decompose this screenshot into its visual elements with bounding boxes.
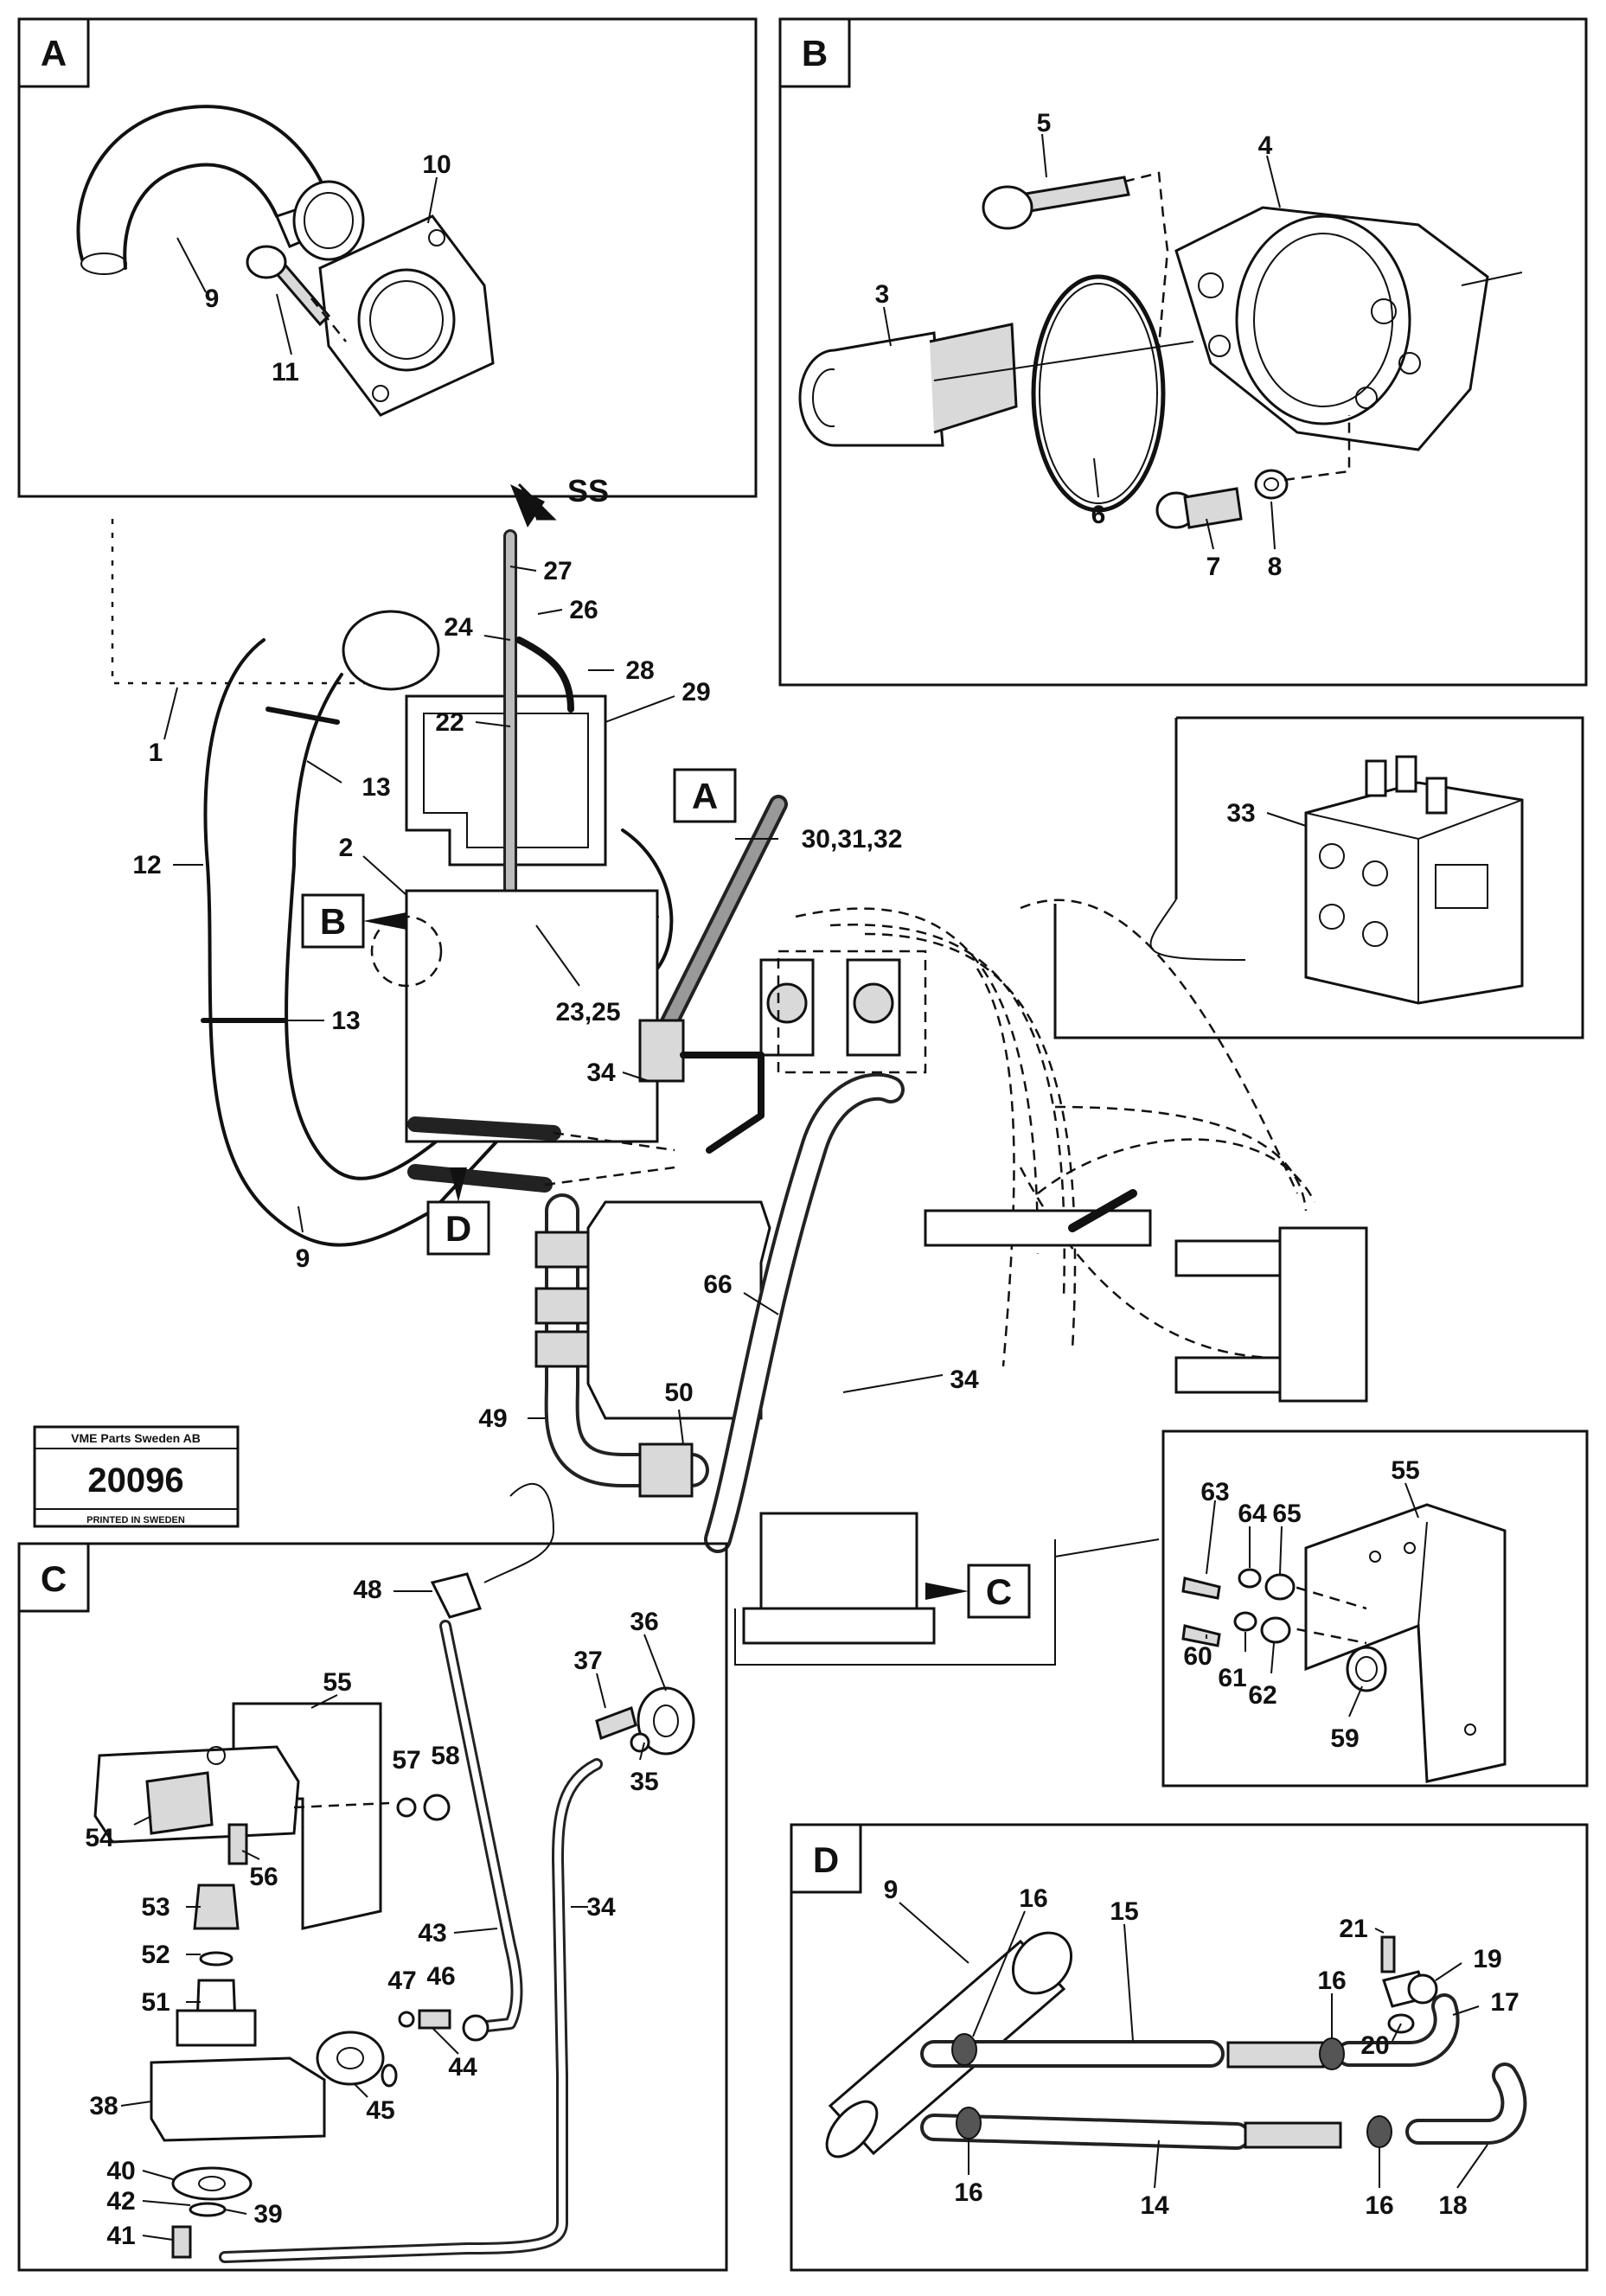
callout-d-15: 15 [1110,1897,1138,1926]
panel-b-label: B [802,33,828,74]
callout-b-3: 3 [875,280,890,309]
callout-ss: SS [567,473,609,508]
callout-c-55: 55 [323,1668,351,1697]
callout-c-46: 46 [426,1962,455,1991]
callout-d-16d: 16 [1365,2191,1393,2220]
callout-a-10: 10 [422,150,451,179]
panel-d: D [790,1823,1589,2272]
ref-box-a-label: A [692,776,718,816]
callout-c-58: 58 [431,1742,459,1770]
panel-c-label: C [41,1558,67,1599]
callout-26: 26 [569,596,598,624]
callout-c-36: 36 [630,1608,658,1636]
callout-33: 33 [1226,799,1255,828]
callout-c-37: 37 [573,1647,602,1675]
callout-b-7: 7 [1206,553,1221,581]
callout-d-19: 19 [1473,1945,1501,1973]
ref-box-c-label: C [986,1571,1012,1612]
panel-a: A 10 9 11 [17,17,758,498]
stamp-company: VME Parts Sweden AB [71,1431,201,1445]
callout-61: 61 [1218,1664,1246,1692]
panel-b: B 5 4 3 [778,17,1588,687]
parts-stamp: VME Parts Sweden AB 20096 PRINTED IN SWE… [33,1425,240,1528]
callout-c-52: 52 [141,1941,170,1969]
stamp-number: 20096 [87,1461,183,1500]
stamp-printed: PRINTED IN SWEDEN [86,1515,185,1525]
callout-50: 50 [664,1378,693,1407]
callout-d-16a: 16 [1019,1884,1047,1913]
callout-c-53: 53 [141,1893,170,1922]
callout-c-38: 38 [89,2092,118,2120]
callout-c-57: 57 [392,1746,420,1775]
callout-28: 28 [625,656,654,685]
callout-d-9: 9 [884,1876,899,1904]
callout-27: 27 [543,557,572,585]
callout-c-47: 47 [387,1967,416,1995]
callout-c-44: 44 [448,2053,477,2082]
ref-box-d [426,1200,490,1256]
callout-c-40: 40 [106,2157,135,2185]
panel-c: C [17,1542,728,2272]
callout-65: 65 [1272,1500,1301,1528]
callout-d-14: 14 [1140,2191,1169,2220]
callout-29: 29 [681,678,710,707]
callout-62: 62 [1248,1681,1276,1710]
callout-c-54: 54 [85,1824,114,1852]
callout-c-39: 39 [253,2200,282,2229]
ref-box-b [301,893,365,949]
callout-1: 1 [149,739,163,767]
callout-c-56: 56 [249,1863,278,1891]
callout-d-18: 18 [1438,2191,1467,2220]
panel-a-label: A [41,33,67,74]
callout-23-25: 23,25 [555,998,620,1026]
callout-d-17: 17 [1490,1988,1519,2017]
callout-c-35: 35 [630,1768,658,1796]
ref-box-a [673,768,737,823]
ref-box-d-label: D [445,1208,471,1249]
callout-d-20: 20 [1360,2031,1389,2060]
callout-59: 59 [1330,1724,1359,1753]
callout-c-43: 43 [418,1919,446,1947]
main-assembly: A B C D SS 27 26 24 28 22 29 1 13 12 2 [111,473,1368,1666]
callout-b-4: 4 [1258,131,1273,160]
detail-33: 33 [1053,716,1584,1039]
callout-55-detail: 55 [1391,1456,1419,1485]
callout-24: 24 [444,613,473,642]
callout-d-16c: 16 [954,2178,982,2207]
callout-13-top: 13 [362,773,390,802]
ref-box-b-label: B [320,901,346,942]
detail-55: 63 64 65 55 60 61 62 59 [1161,1429,1589,1788]
callout-2: 2 [339,834,354,862]
panel-d-label: D [813,1839,839,1880]
callout-d-21: 21 [1339,1915,1367,1943]
callout-a-9: 9 [205,285,220,313]
callout-12: 12 [132,851,161,879]
callout-a-11: 11 [272,358,299,387]
callout-9-main: 9 [296,1244,310,1273]
callout-34-mid: 34 [950,1365,979,1394]
callout-b-5: 5 [1037,109,1052,138]
callout-13-bottom: 13 [331,1007,360,1035]
callout-63: 63 [1200,1478,1229,1506]
callout-34-top: 34 [586,1058,616,1087]
callout-64: 64 [1238,1500,1267,1528]
callout-b-8: 8 [1268,553,1283,581]
callout-c-42: 42 [106,2187,135,2216]
callout-c-45: 45 [366,2096,394,2125]
callout-c-41: 41 [106,2222,135,2250]
callout-c-51: 51 [141,1988,170,2017]
callout-d-16b: 16 [1317,1967,1346,1995]
callout-30-31-32: 30,31,32 [802,825,903,854]
callout-60: 60 [1183,1642,1212,1671]
callout-49: 49 [478,1404,507,1433]
callout-c-48: 48 [353,1576,381,1604]
callout-66: 66 [703,1270,732,1299]
callout-b-6: 6 [1091,501,1106,529]
callout-c-34: 34 [586,1893,616,1922]
callout-22: 22 [435,708,464,737]
